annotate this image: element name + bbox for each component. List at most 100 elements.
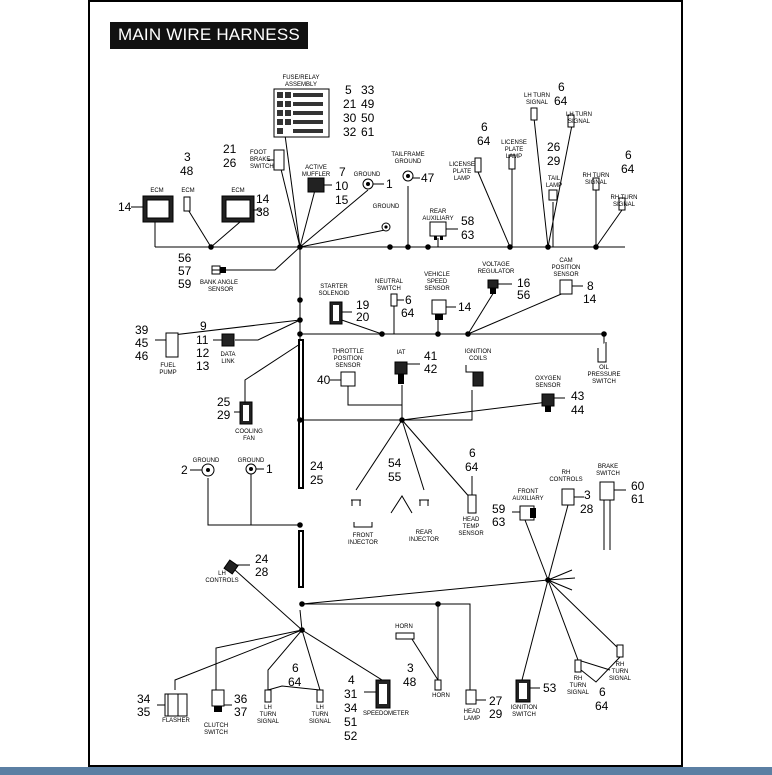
tail-lamp-label-1: TAIL [548, 176, 561, 182]
flasher-icon [164, 693, 188, 717]
horn-top-icon [395, 632, 415, 640]
starter-label-1: STARTER [320, 284, 348, 290]
lh-turn-signal-bot-a-icon [264, 689, 272, 703]
clutch-label-2: SWITCH [204, 730, 228, 736]
callout-fan-25: 25 [217, 395, 231, 409]
horn-bottom-label: HORN [432, 693, 450, 699]
license-lamp-left-icon [474, 157, 482, 173]
ignition-switch-label-2: SWITCH [512, 712, 536, 718]
callout-fuse-32: 32 [343, 125, 357, 139]
callout-leaders [131, 159, 626, 706]
license-r-label-1: LICENSE [501, 140, 527, 146]
callout-voltage-16: 16 [517, 276, 531, 290]
lh-turn-signal-top-icon [530, 107, 538, 121]
oxygen-sensor-icon [541, 393, 555, 412]
head-lamp-label-1: HEAD [464, 709, 481, 715]
oil-pressure-label-2: PRESSURE [587, 372, 620, 378]
clutch-label-1: CLUTCH [204, 723, 228, 729]
callout-lh-controls-24: 24 [255, 552, 269, 566]
callout-horn-3: 3 [407, 661, 414, 675]
callout-head-temp-6: 6 [469, 446, 476, 460]
bank-angle-label-1: BANK ANGLE [200, 280, 238, 286]
cooling-fan-label-2: FAN [243, 436, 255, 442]
callout-license-64: 64 [477, 134, 491, 148]
muffler-label-1: ACTIVE [305, 165, 327, 171]
callout-neutral-6: 6 [405, 293, 412, 307]
rh-turn-signal-bot-a-icon [574, 659, 582, 673]
callout-ecm-right-38: 38 [256, 205, 270, 219]
starter-label-2: SOLENOID [318, 291, 350, 297]
throttle-label-2: POSITION [334, 356, 363, 362]
speedometer-icon [375, 679, 391, 709]
bank-angle-label-2: SENSOR [208, 287, 234, 293]
callout-cam-14: 14 [583, 292, 597, 306]
callout-fuse-30: 30 [343, 111, 357, 125]
callout-ecm-mid-3: 3 [184, 150, 191, 164]
callout-speedo-51: 51 [344, 715, 358, 729]
rh-turn-bot-b-label-1: RH [616, 662, 625, 668]
callout-iat-41: 41 [424, 349, 438, 363]
front-injector-label-1: FRONT [353, 533, 374, 539]
callout-ignition-switch: 53 [543, 681, 557, 695]
callout-head-lamp-27: 27 [489, 694, 503, 708]
license-l-label-1: LICENSE [449, 162, 475, 168]
callout-oxygen-43: 43 [571, 389, 585, 403]
callout-horn-48: 48 [403, 675, 417, 689]
callout-data-link-12: 12 [196, 346, 210, 360]
callout-flasher-35: 35 [137, 705, 151, 719]
voltage-regulator-icon [487, 279, 499, 294]
lh-turn-signal-bot-b-icon [316, 689, 324, 703]
callout-ground-c: 2 [181, 463, 188, 477]
callout-fuse-33: 33 [361, 83, 375, 97]
license-l-label-2: PLATE [453, 169, 472, 175]
license-r-label-2: PLATE [505, 147, 524, 153]
foot-brake-label-1: FOOT [250, 150, 267, 156]
rh-turn-signal-top2-icon [618, 197, 626, 211]
fuel-pump-label-1: FUEL [160, 363, 176, 369]
callout-data-link-13: 13 [196, 359, 210, 373]
head-temp-sensor-icon [467, 494, 477, 514]
iat-icon [394, 361, 408, 384]
neutral-switch-icon [390, 293, 398, 307]
tailframe-ground-icon [402, 170, 414, 182]
callout-lh-turn-bot-64: 64 [288, 675, 302, 689]
rh-turn-bot-b-label-2: TURN [612, 669, 629, 675]
callout-clutch-36: 36 [234, 692, 248, 706]
callout-fuel-46: 46 [135, 349, 149, 363]
lh-turn-bot-b-label-1: LH [316, 705, 324, 711]
callout-vss-14: 14 [458, 300, 472, 314]
brake-switch-icon [599, 481, 615, 501]
page-title: MAIN WIRE HARNESS [110, 22, 308, 49]
lh-controls-label-2: CONTROLS [205, 578, 238, 584]
callout-head-temp-64: 64 [465, 460, 479, 474]
callout-starter-19: 19 [356, 298, 370, 312]
ground-d-icon [245, 463, 257, 475]
ground-c-label: GROUND [193, 458, 220, 464]
callout-lh-turn-top-64: 64 [554, 94, 568, 108]
callout-data-link-11: 11 [196, 333, 209, 347]
callout-foot-brake-21: 21 [223, 142, 237, 156]
throttle-sensor-icon [340, 371, 356, 387]
callout-bank-57: 57 [178, 264, 192, 278]
callout-trunk-25: 25 [310, 473, 324, 487]
lh-turn-bot-b-label-2: TURN [312, 712, 329, 718]
vss-label-1: VEHICLE [424, 272, 450, 278]
callout-speedo-31: 31 [344, 687, 358, 701]
rh-turn-bot-a-label-2: TURN [570, 683, 587, 689]
injector-bracket [353, 495, 413, 528]
ecm-right-label: ECM [231, 188, 244, 194]
lh-controls-label-1: LH [218, 571, 226, 577]
foot-brake-label-3: SWITCH [250, 164, 274, 170]
data-link-label-1: DATA [220, 352, 235, 358]
callout-rh-controls-28: 28 [580, 502, 594, 516]
head-temp-label-3: SENSOR [458, 531, 484, 537]
neutral-label-2: SWITCH [377, 286, 401, 292]
callout-numbers: 5 33 21 49 30 50 32 61 14 3 48 14 38 21 … [118, 80, 645, 743]
brake-switch-label-1: BRAKE [598, 464, 618, 470]
data-link-icon [221, 333, 235, 347]
callout-trunk-24: 24 [310, 459, 324, 473]
rh-turn-top-label-2: SIGNAL [585, 180, 608, 186]
callout-fuse-5: 5 [345, 83, 352, 97]
oxygen-label-1: OXYGEN [535, 376, 561, 382]
